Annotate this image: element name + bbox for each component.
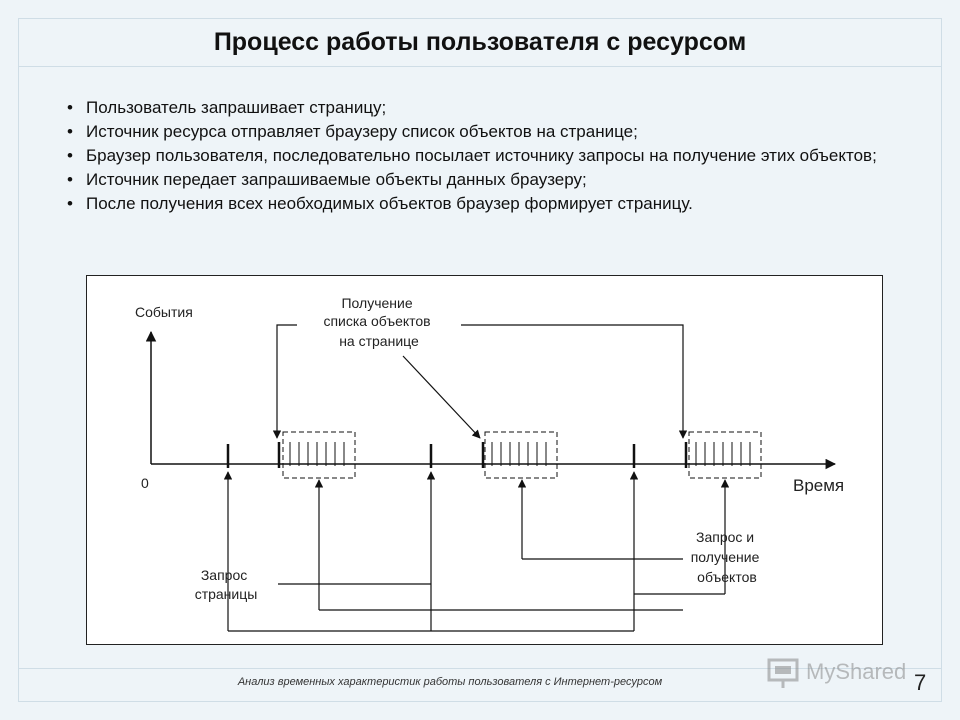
slide-title: Процесс работы пользователя с ресурсом xyxy=(213,28,747,56)
x-axis-label: Время xyxy=(793,476,844,495)
watermark-logo: MyShared xyxy=(766,656,926,690)
object-list-arrow xyxy=(461,324,688,439)
page-number: 7 xyxy=(914,670,927,695)
timeline-svg: События Время 0 xyxy=(135,295,844,632)
object-list-arrow xyxy=(272,324,297,439)
bullet-item: Браузер пользователя, последовательно по… xyxy=(62,144,902,168)
origin-label: 0 xyxy=(141,475,149,491)
object-block xyxy=(688,431,762,479)
object-list-label: Получение списка объектов на странице xyxy=(323,295,434,349)
bullet-list: Пользователь запрашивает страницу; Источ… xyxy=(62,96,902,216)
object-block xyxy=(282,431,356,479)
page-request-label: Запрос страницы xyxy=(195,567,258,602)
timeline-diagram: События Время 0 xyxy=(86,275,883,645)
title-divider xyxy=(18,66,942,67)
bullet-item: Источник передает запрашиваемые объекты … xyxy=(62,168,902,192)
bullet-item: Источник ресурса отправляет браузеру спи… xyxy=(62,120,902,144)
slide-frame xyxy=(18,18,942,702)
object-list-arrow xyxy=(402,355,481,439)
presentation-icon xyxy=(767,658,799,688)
bullet-item: После получения всех необходимых объекто… xyxy=(62,192,902,216)
watermark-text: MyShared xyxy=(806,659,907,684)
object-block xyxy=(484,431,558,479)
bullet-item: Пользователь запрашивает страницу; xyxy=(62,96,902,120)
footer-divider xyxy=(18,668,942,669)
footer-text: Анализ временных характеристик работы по… xyxy=(237,676,663,688)
object-request-label: Запрос и получение объектов xyxy=(691,529,764,585)
y-axis-label: События xyxy=(135,304,193,320)
